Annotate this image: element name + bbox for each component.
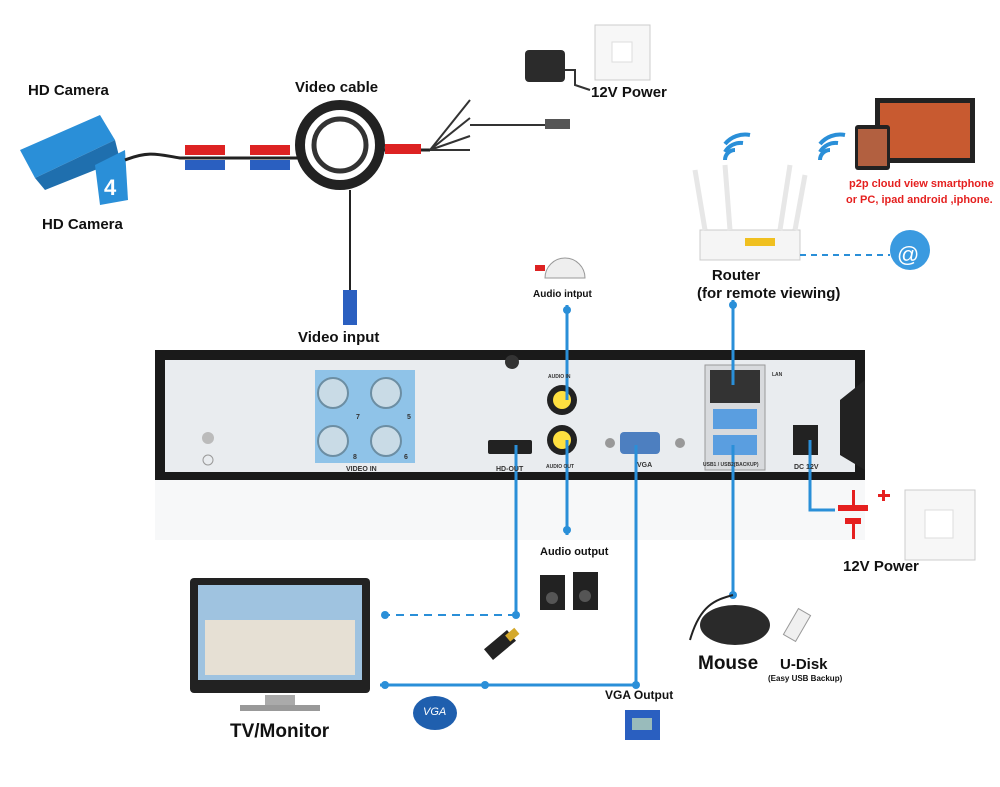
usb-port-icon: [713, 435, 757, 455]
internet-globe-icon: [890, 230, 930, 270]
vga-port-icon: [620, 432, 660, 454]
vga-badge-label: VGA: [423, 706, 447, 718]
hd-camera-label-2: HD Camera: [42, 216, 123, 233]
hdmi-port-icon: [488, 440, 532, 454]
video-cable-label: Video cable: [295, 79, 379, 96]
channel-8-label: 8: [353, 454, 357, 461]
hdmi-plug-icon: [484, 627, 520, 661]
usb-disk-icon: [782, 607, 812, 643]
hd-camera-icon: 4: [20, 115, 128, 205]
power-label-top: 12V Power: [591, 84, 667, 101]
video-in-panel-label: VIDEO IN: [346, 466, 377, 473]
video-cable-coil-icon: [295, 100, 385, 190]
tv-monitor-label: TV/Monitor: [230, 721, 330, 742]
dc-power-symbol-icon: [838, 490, 890, 539]
wifi-icon: [818, 132, 846, 161]
power-splitter-icon: [429, 99, 471, 151]
channel-6-label: 6: [404, 454, 408, 461]
vga-plug-icon: [625, 710, 660, 740]
channel-5-label: 5: [407, 414, 411, 421]
audio-out-panel-label: AUDIO OUT: [546, 464, 575, 470]
power-label-right: 12V Power: [843, 558, 919, 575]
vga-badge-icon: [413, 696, 457, 730]
dvr-back-panel: [155, 350, 865, 540]
video-input-label: Video input: [298, 329, 380, 346]
udisk-label: U-Disk: [780, 656, 828, 673]
tv-monitor-icon: [190, 578, 370, 711]
router-icon: [692, 164, 808, 261]
ground-screw-icon: [202, 432, 214, 444]
audio-output-label: Audio output: [540, 546, 609, 558]
lan-panel-label: LAN: [772, 372, 783, 378]
mouse-icon: [689, 594, 770, 645]
hd-out-panel-label: HD-OUT: [496, 466, 524, 473]
bnc-connector-icon: [185, 160, 225, 170]
router-sublabel: (for remote viewing): [697, 285, 841, 302]
dc-panel-label: DC 12V: [794, 464, 819, 471]
svg-text:@: @: [897, 242, 919, 267]
router-label: Router: [711, 267, 761, 284]
wifi-icon: [723, 132, 751, 161]
mouse-label: Mouse: [698, 653, 759, 674]
power-adapter-icon: [525, 50, 565, 82]
lan-port-icon: [710, 370, 760, 403]
udisk-sublabel: (Easy USB Backup): [768, 674, 843, 683]
svg-text:4: 4: [104, 175, 117, 200]
usb-panel-label: USB1 / USB2(BACKUP): [703, 462, 759, 468]
devices-icon: [855, 98, 975, 170]
cloud-text-1: p2p cloud view smartphone: [849, 178, 994, 190]
audio-input-label: Audio intput: [533, 289, 592, 300]
speakers-icon: [540, 572, 598, 610]
cloud-text-2: or PC, ipad android ,iphone.: [846, 194, 993, 206]
vga-panel-label: VGA: [637, 462, 653, 469]
usb-port-icon: [713, 409, 757, 429]
bnc-plug-icon: [343, 290, 357, 325]
microphone-icon: [535, 257, 586, 279]
dc-port-icon: [793, 425, 818, 455]
power-connector-icon: [185, 145, 225, 155]
hd-camera-label: HD Camera: [28, 82, 109, 99]
audio-in-panel-label: AUDIO IN: [548, 374, 571, 380]
vga-output-label: VGA Output: [605, 688, 674, 702]
channel-7-label: 7: [356, 414, 360, 421]
